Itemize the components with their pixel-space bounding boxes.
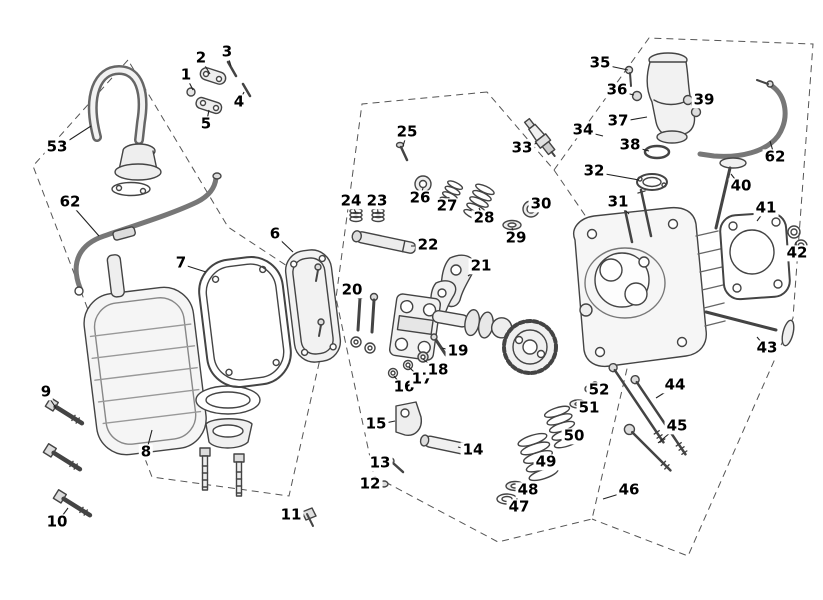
cover-bolts bbox=[199, 447, 245, 497]
leader-line-6 bbox=[274, 234, 294, 253]
leader-line-42 bbox=[795, 241, 798, 255]
leader-line-10 bbox=[56, 507, 69, 524]
breather-plate bbox=[195, 385, 261, 449]
assembly-boundary-lines bbox=[32, 37, 814, 557]
leader-line-18 bbox=[422, 358, 439, 372]
head-gasket bbox=[719, 211, 791, 301]
holder-nuts-washers bbox=[387, 333, 448, 379]
leader-line-24 bbox=[350, 201, 357, 214]
spark-plug bbox=[523, 117, 556, 157]
leader-line-5 bbox=[205, 109, 210, 126]
leader-line-50 bbox=[562, 429, 575, 438]
cover-gasket bbox=[198, 256, 292, 388]
leader-line-46 bbox=[602, 490, 630, 500]
dowel-pin bbox=[419, 434, 473, 456]
leader-line-16 bbox=[393, 375, 405, 389]
leader-line-53 bbox=[56, 125, 92, 149]
leader-line-44 bbox=[655, 385, 676, 399]
port-gasket bbox=[636, 173, 668, 191]
valve-cover bbox=[83, 254, 207, 456]
leader-line-7 bbox=[180, 263, 207, 273]
breather-plate-hardware bbox=[186, 60, 252, 115]
leader-line-15 bbox=[375, 420, 396, 426]
leader-line-23 bbox=[376, 201, 379, 214]
leader-line-35 bbox=[599, 63, 629, 71]
rocker-shaft bbox=[351, 230, 417, 254]
cable-clip bbox=[301, 507, 317, 527]
o-ring bbox=[643, 144, 671, 160]
breather-pipe bbox=[87, 65, 162, 197]
inner-cover-plate bbox=[284, 249, 342, 363]
leader-line-39 bbox=[692, 100, 705, 104]
plate-screws bbox=[314, 263, 325, 337]
holder-screws bbox=[350, 290, 379, 354]
leader-line-40 bbox=[730, 173, 742, 188]
leader-line-62 bbox=[69, 202, 100, 237]
mount-bolts bbox=[42, 397, 93, 518]
intake-manifold bbox=[624, 52, 702, 144]
cylinder-head bbox=[573, 206, 726, 368]
leader-line-41 bbox=[756, 208, 767, 222]
leader-line-25 bbox=[402, 132, 408, 147]
exhaust-valve bbox=[704, 310, 795, 347]
guide-bracket bbox=[395, 401, 422, 436]
leader-line-43 bbox=[756, 336, 768, 350]
leader-line-37 bbox=[617, 116, 648, 123]
intake-valve bbox=[714, 157, 747, 230]
leader-line-17 bbox=[408, 366, 423, 381]
stem-seals bbox=[787, 225, 808, 253]
leader-line-4 bbox=[238, 91, 245, 104]
rocker-holder bbox=[388, 293, 442, 361]
leader-line-36 bbox=[616, 90, 635, 96]
leader-line-32 bbox=[593, 171, 640, 181]
small-screws bbox=[379, 457, 405, 488]
leader-line-34 bbox=[582, 130, 604, 137]
breather-hose-right bbox=[697, 79, 788, 159]
valve-spring-set bbox=[496, 381, 599, 505]
valve-adjuster-parts bbox=[395, 141, 540, 231]
cam-sprocket bbox=[502, 319, 558, 375]
breather-hose-left bbox=[73, 172, 222, 296]
long-head-bolts bbox=[608, 362, 688, 472]
